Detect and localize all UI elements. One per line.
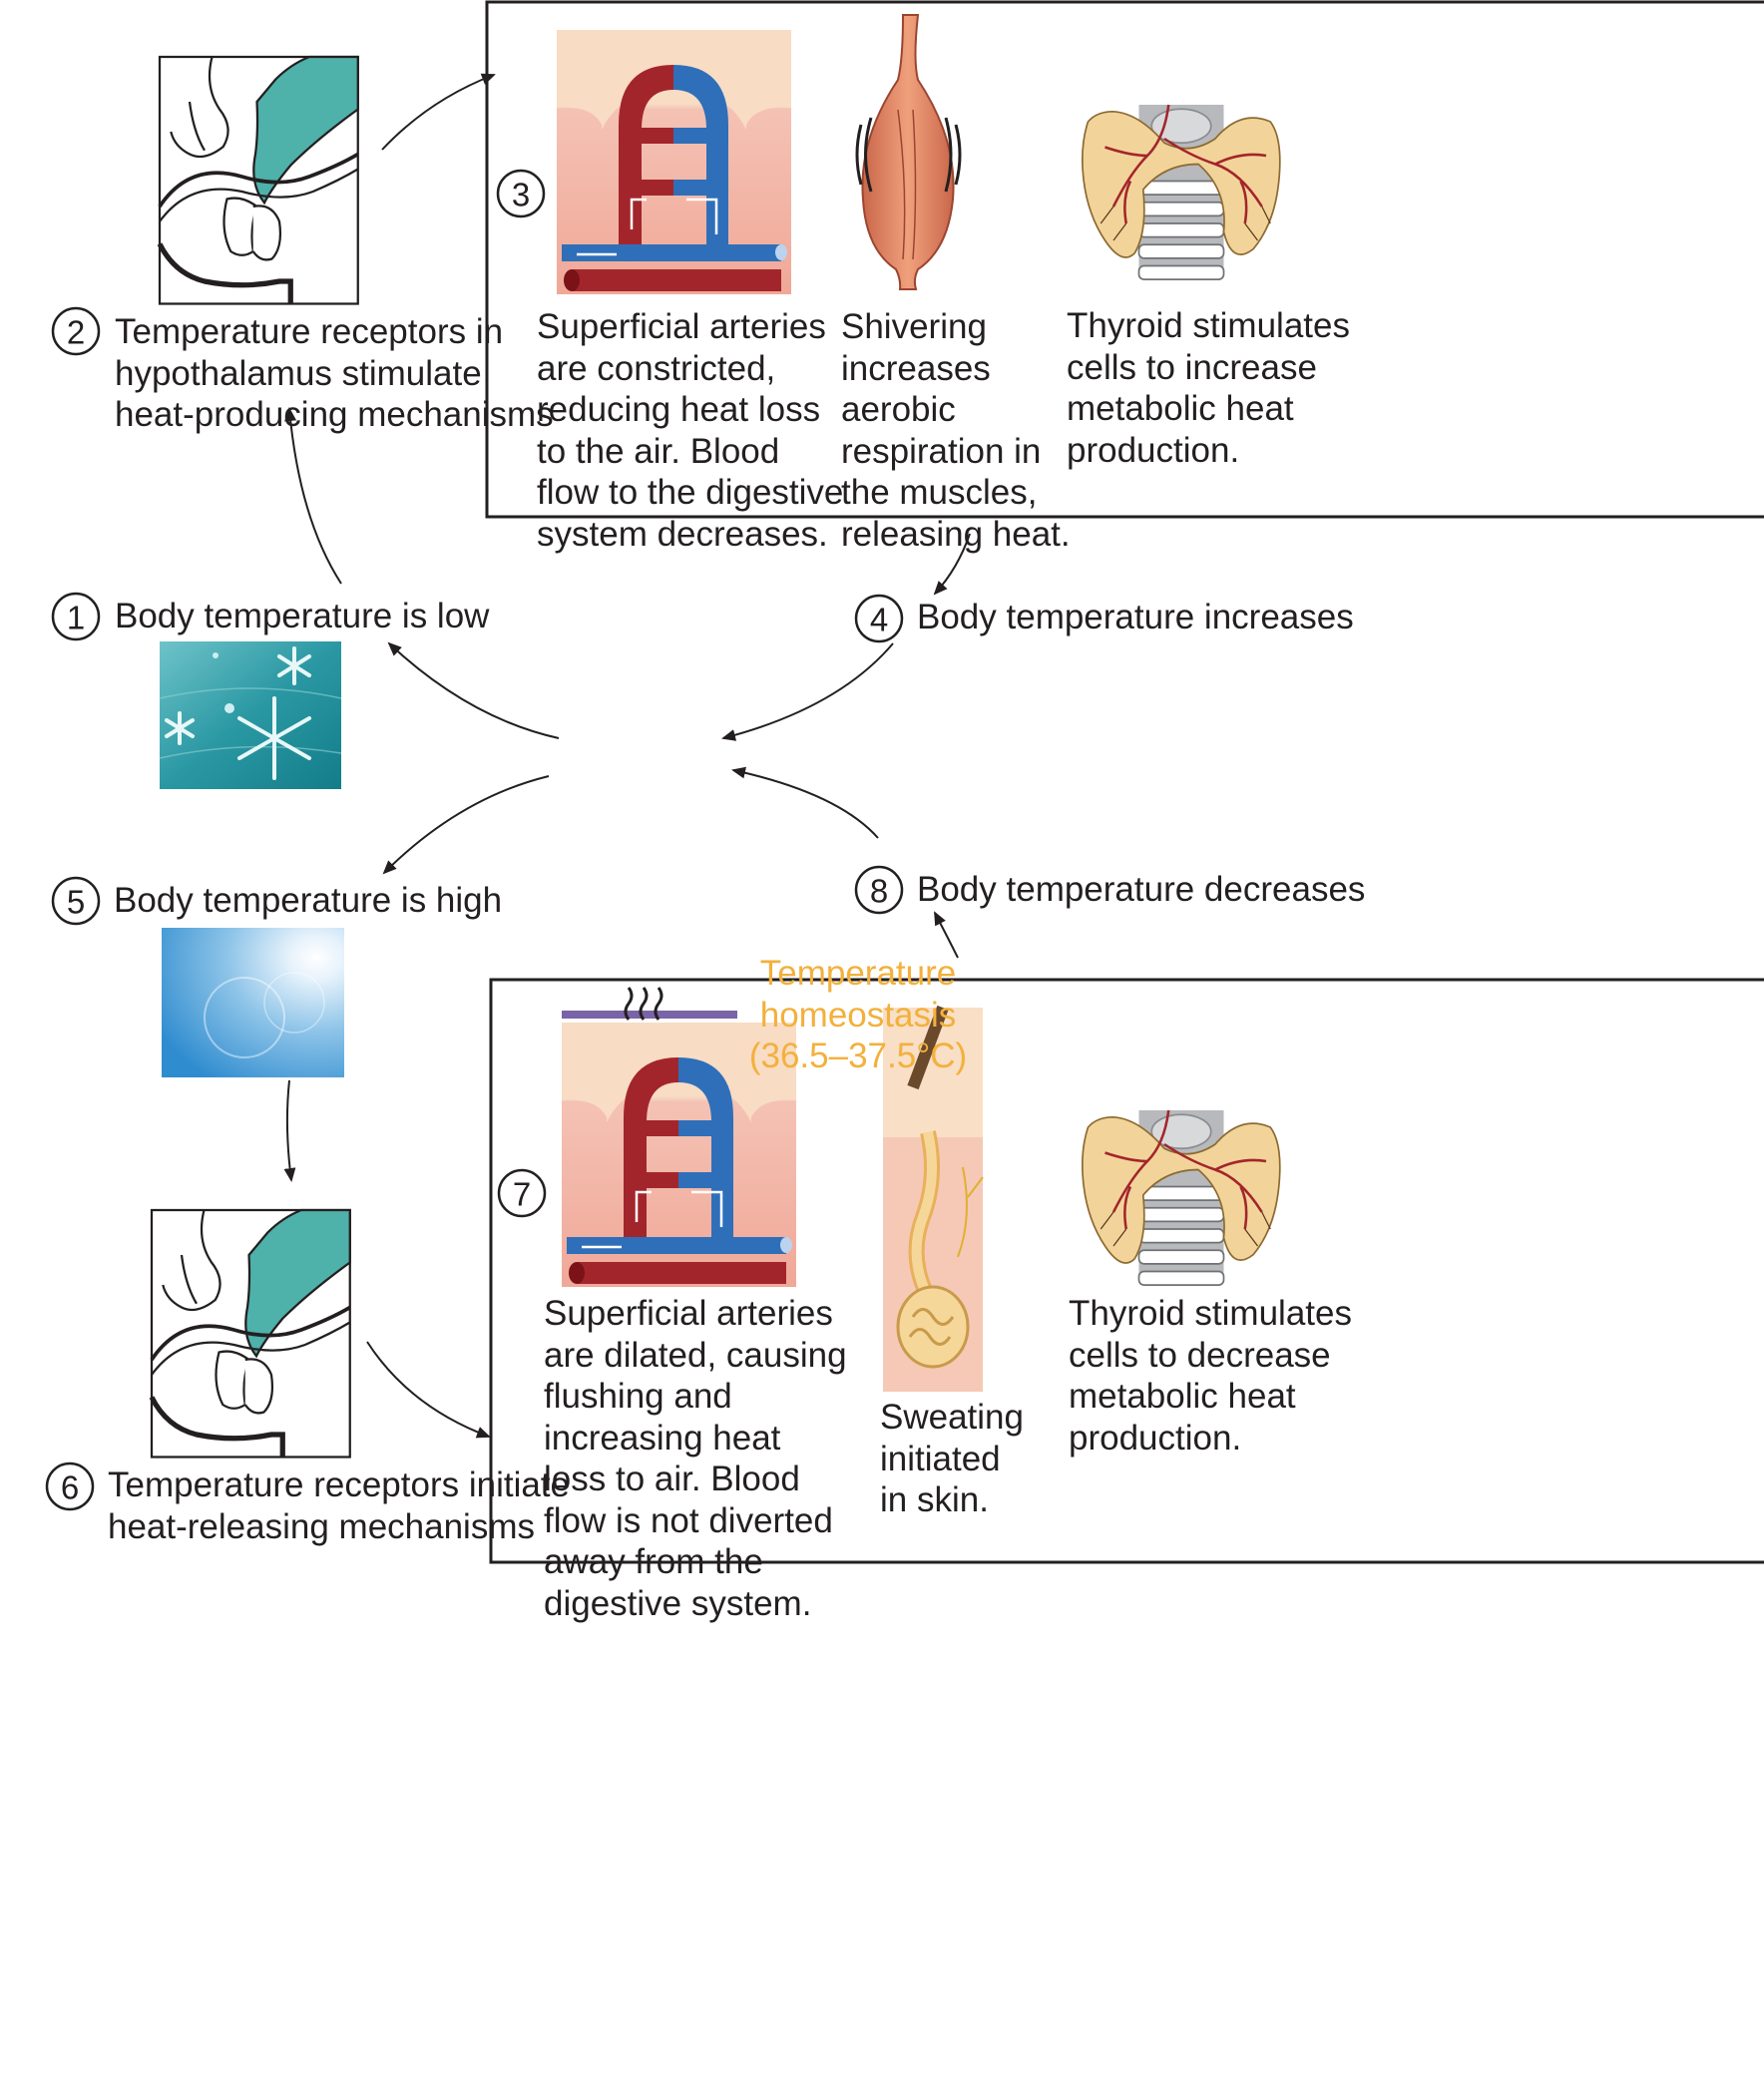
thyroid-decrease-line-2: cells to decrease: [1069, 1335, 1331, 1375]
step-2-line-2: hypothalamus stimulate: [115, 353, 482, 393]
svg-text:8: 8: [870, 873, 888, 910]
step-8-line: Body temperature decreases: [917, 870, 1366, 909]
dilated-line-1: Superficial arteries: [544, 1294, 833, 1333]
arrows: [283, 73, 971, 1439]
step-6-line-2: heat-releasing mechanisms: [108, 1506, 535, 1546]
shivering-line-1: Shivering: [841, 307, 987, 346]
arrow-3-to-4: [933, 533, 971, 596]
dilated-line-5: loss to air. Blood: [544, 1460, 800, 1498]
step-5-circle: 5: [51, 876, 101, 926]
step-1-circle: 1: [51, 592, 101, 641]
thyroid-decrease-line-3: metabolic heat: [1069, 1377, 1296, 1416]
muscle-icon: [855, 14, 962, 290]
blood-vessel-icon: [555, 28, 793, 296]
homeostasis-label-line2: homeostasis: [759, 995, 957, 1035]
shivering-line-2: increases: [841, 348, 991, 388]
arrow-center-to-5: [382, 775, 550, 875]
dilated-line-8: digestive system.: [544, 1583, 812, 1623]
hypothalamus-icon: [160, 57, 358, 304]
step-3-circle: 3: [496, 169, 546, 218]
homeostasis-label: Temperature homeostasis (36.5–37.5°C): [698, 953, 1018, 1077]
step-2-label: Temperature receptors in hypothalamus st…: [115, 311, 554, 436]
constricted-line-5: flow to the digestive: [537, 473, 844, 512]
dilated-line-7: away from the: [544, 1542, 763, 1581]
shivering-line-3: aerobic: [841, 390, 956, 429]
constricted-line-3: reducing heat loss: [537, 390, 821, 429]
shivering-text: Shivering increases aerobic respiration …: [841, 306, 1071, 555]
arrow-1-to-2: [284, 407, 342, 585]
arrow-center-to-1: [387, 641, 560, 739]
dilated-arteries-text: Superficial arteries are dilated, causin…: [544, 1293, 847, 1624]
thyroid-decrease-text: Thyroid stimulates cells to decrease met…: [1069, 1293, 1352, 1459]
step-7-circle: 7: [497, 1168, 547, 1218]
thyroid-icon: [1081, 103, 1282, 281]
step-2-line-3: heat-producing mechanisms: [115, 395, 554, 434]
shivering-line-4: respiration in: [841, 431, 1042, 471]
sweating-line-3: in skin.: [880, 1480, 989, 1519]
thyroid-increase-text: Thyroid stimulates cells to increase met…: [1067, 305, 1350, 471]
arrow-6-to-7: [366, 1341, 491, 1439]
svg-text:1: 1: [67, 600, 85, 636]
homeostasis-label-line3: (36.5–37.5°C): [748, 1037, 968, 1075]
thyroid-increase-line-2: cells to increase: [1067, 347, 1317, 387]
sweating-text: Sweating initiated in skin.: [880, 1397, 1024, 1521]
thyroid-increase-line-4: production.: [1067, 430, 1240, 470]
arrow-7-to-8: [934, 911, 959, 959]
constricted-line-1: Superficial arteries: [537, 307, 826, 346]
step-6-label: Temperature receptors initiate heat-rele…: [108, 1464, 570, 1547]
step-4-line: Body temperature increases: [917, 598, 1354, 636]
constricted-arteries-text: Superficial arteries are constricted, re…: [537, 306, 843, 555]
thyroid-icon-2: [1081, 1108, 1282, 1287]
arrow-8-to-center: [731, 766, 879, 839]
step-4-label: Body temperature increases: [917, 597, 1354, 638]
thyroid-increase-line-1: Thyroid stimulates: [1067, 306, 1350, 345]
sweating-line-2: initiated: [880, 1439, 1001, 1478]
constricted-line-4: to the air. Blood: [537, 431, 780, 471]
step-8-circle: 8: [854, 865, 904, 915]
snowflake-icon: [159, 641, 342, 789]
sweat-gland-icon: [883, 1005, 984, 1392]
svg-text:7: 7: [513, 1176, 531, 1213]
dilated-line-2: are dilated, causing: [544, 1335, 847, 1375]
constricted-line-2: are constricted,: [537, 348, 776, 388]
shivering-line-5: the muscles,: [841, 473, 1038, 512]
svg-text:5: 5: [67, 884, 85, 921]
step-8-label: Body temperature decreases: [917, 869, 1365, 911]
shivering-line-6: releasing heat.: [841, 514, 1071, 554]
hypothalamus-icon-2: [152, 1210, 350, 1458]
arrow-5-to-6: [283, 1079, 296, 1182]
thyroid-decrease-line-4: production.: [1069, 1418, 1242, 1458]
heat-producing-box: [485, 0, 1764, 519]
homeostasis-label-line1: Temperature: [759, 954, 957, 993]
step-5-label: Body temperature is high: [114, 880, 502, 922]
heat-wave-icon: [624, 987, 663, 1021]
svg-text:6: 6: [61, 1469, 79, 1506]
step-2-circle: 2: [51, 306, 101, 356]
heat-releasing-box: [489, 978, 1764, 1564]
sun-icon: [162, 928, 344, 1077]
arrow-4-to-center: [721, 642, 894, 741]
dilated-line-4: increasing heat: [544, 1418, 781, 1458]
svg-text:4: 4: [870, 602, 888, 638]
step-2-line-1: Temperature receptors in: [115, 312, 504, 351]
arrow-2-to-3: [381, 73, 496, 151]
thyroid-increase-line-3: metabolic heat: [1067, 389, 1294, 428]
constricted-line-6: system decreases.: [537, 514, 828, 554]
svg-text:3: 3: [512, 177, 530, 213]
step-6-line-1: Temperature receptors initiate: [108, 1465, 570, 1504]
svg-text:2: 2: [67, 314, 85, 351]
step-1-line: Body temperature is low: [115, 597, 490, 635]
sweating-line-1: Sweating: [880, 1398, 1024, 1437]
thyroid-decrease-line-1: Thyroid stimulates: [1069, 1294, 1352, 1333]
dilated-line-6: flow is not diverted: [544, 1500, 833, 1540]
step-1-label: Body temperature is low: [115, 596, 489, 637]
step-5-line: Body temperature is high: [114, 881, 503, 920]
dilated-line-3: flushing and: [544, 1377, 732, 1416]
step-4-circle: 4: [854, 594, 904, 643]
step-6-circle: 6: [45, 1461, 95, 1511]
